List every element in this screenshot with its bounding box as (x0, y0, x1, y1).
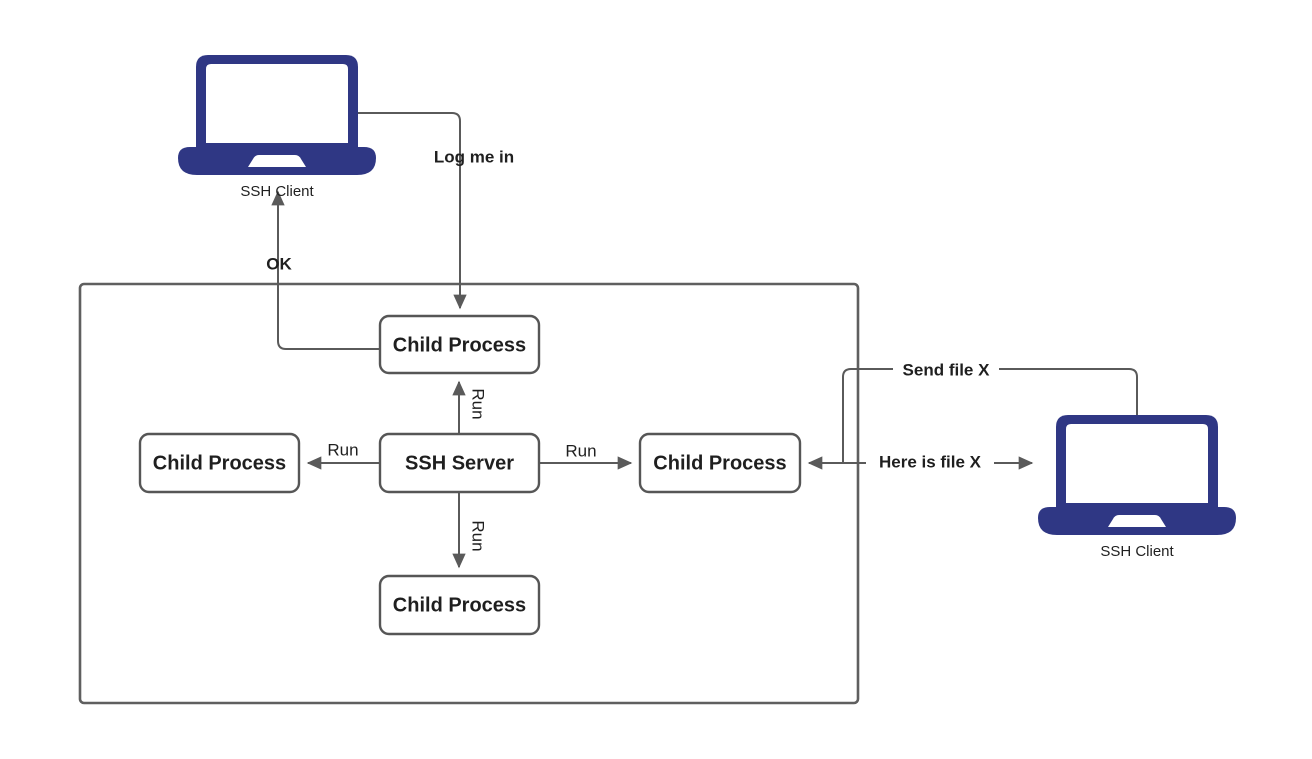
edge-label-run-right: Run (565, 441, 596, 460)
edge-label-log-me-in: Log me in (434, 147, 514, 166)
node-ssh-server[interactable]: SSH Server (378, 432, 541, 494)
node-ssh-server-box[interactable] (378, 432, 541, 494)
edge-ok (271, 190, 380, 350)
edge-log-me-in (356, 112, 467, 310)
node-child-right[interactable]: Child Process (638, 432, 802, 494)
node-child-left-label: Child Process (153, 452, 286, 474)
edge-label-run-up: Run (469, 388, 488, 419)
node-child-bottom[interactable]: Child Process (378, 574, 541, 636)
laptop-icon-client-right (1038, 415, 1236, 535)
node-child-right-label: Child Process (653, 452, 786, 474)
node-child-right-box[interactable] (638, 432, 802, 494)
device-label-client-right: SSH Client (1100, 543, 1174, 560)
edge-label-send-file-x: Send file X (903, 360, 991, 379)
edge-label-run-down: Run (469, 520, 488, 551)
edge-label-here-is-file-x-backdrop (866, 452, 994, 473)
edge-label-here-is-file-x: Here is file X (879, 452, 982, 471)
node-child-top-label: Child Process (393, 334, 526, 356)
device-label-client-top: SSH Client (240, 183, 314, 200)
edge-label-send-file-x-backdrop (893, 360, 999, 381)
node-ssh-server-label: SSH Server (405, 452, 514, 474)
laptop-icon-client-top (178, 55, 376, 175)
node-child-bottom-label: Child Process (393, 594, 526, 616)
node-child-left[interactable]: Child Process (138, 432, 301, 494)
node-child-bottom-box[interactable] (378, 574, 541, 636)
node-child-top[interactable]: Child Process (378, 314, 541, 375)
edge-label-run-left: Run (327, 440, 358, 459)
node-child-left-box[interactable] (138, 432, 301, 494)
ssh-server-host-boundary (78, 282, 860, 705)
edge-label-ok: OK (266, 254, 292, 273)
node-child-top-box[interactable] (378, 314, 541, 375)
